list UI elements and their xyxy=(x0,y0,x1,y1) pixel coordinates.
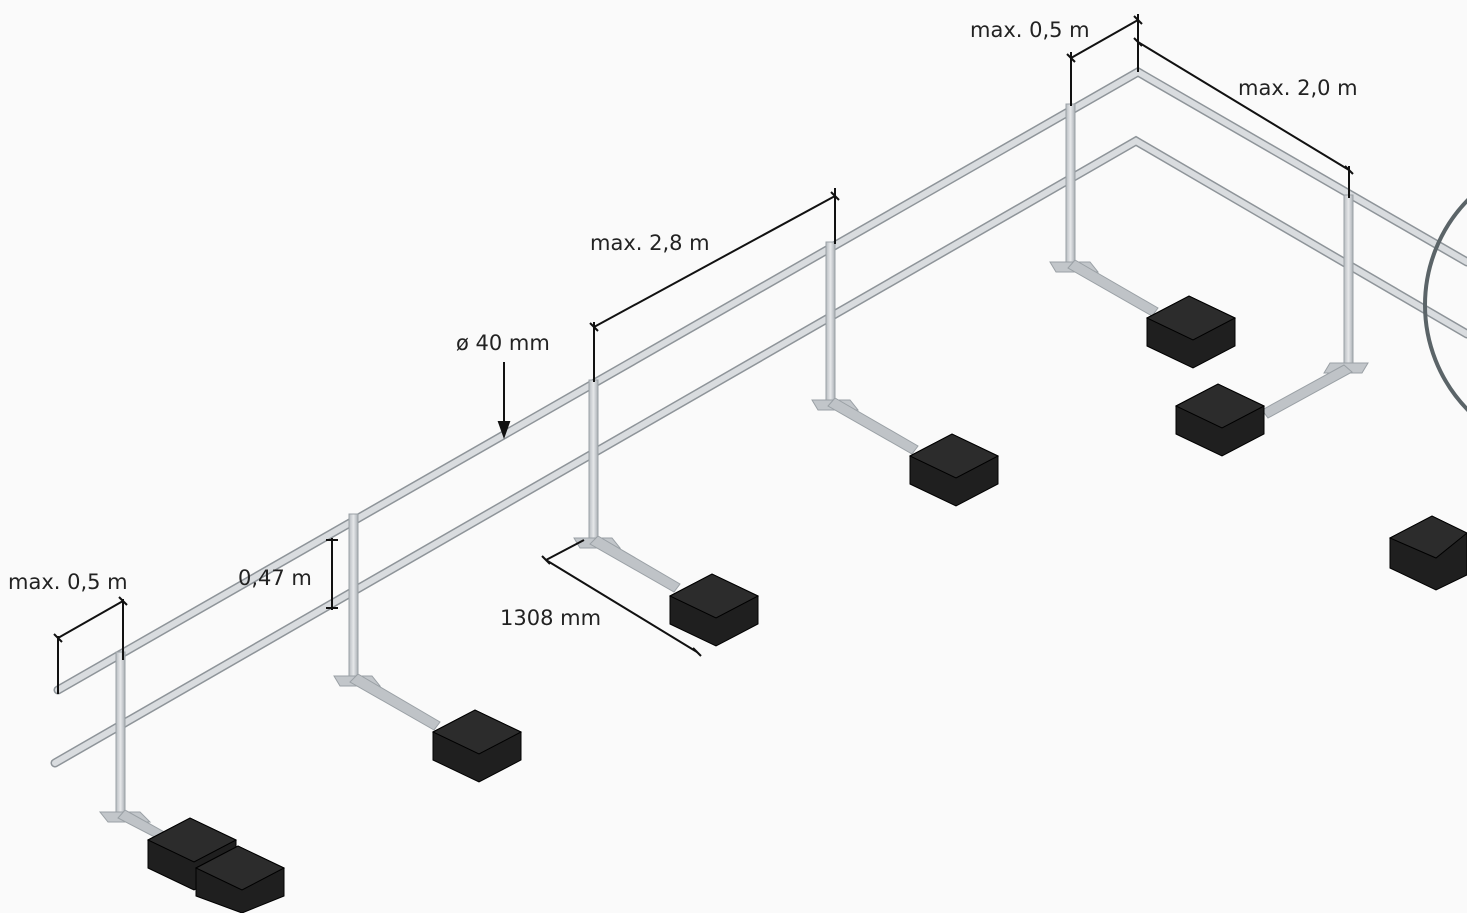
counterweight xyxy=(1174,383,1266,457)
label-post-spacing: max. 2,8 m xyxy=(590,231,710,255)
dim-end-overhang-left xyxy=(53,596,128,694)
mid-rail xyxy=(50,135,1467,768)
dim-post-spacing xyxy=(589,188,840,382)
detail-circle xyxy=(1423,198,1467,412)
label-corner-spacing: max. 2,0 m xyxy=(1238,76,1358,100)
post xyxy=(1261,194,1369,419)
dimension-labels: max. 0,5 m 0,47 m ø 40 mm max. 2,8 m 130… xyxy=(8,18,1358,630)
post xyxy=(98,651,176,846)
label-rail-spacing: 0,47 m xyxy=(238,566,312,590)
post xyxy=(333,513,441,731)
counterweight xyxy=(668,573,760,647)
post xyxy=(573,379,681,593)
counterweight xyxy=(908,433,1000,507)
posts xyxy=(98,103,1369,846)
dim-corner-spacing xyxy=(1133,37,1354,198)
counterweights xyxy=(146,295,1467,914)
counterweight xyxy=(431,709,523,783)
counterweight xyxy=(1145,295,1237,369)
dim-diameter-arrow xyxy=(497,362,511,439)
dim-rail-spacing xyxy=(326,538,338,610)
label-end-overhang-right: max. 0,5 m xyxy=(970,18,1090,42)
counterweight xyxy=(194,845,286,914)
counterweight xyxy=(1388,515,1467,591)
post xyxy=(811,241,919,455)
dim-base-length xyxy=(541,539,702,657)
label-end-overhang-left: max. 0,5 m xyxy=(8,570,128,594)
label-tube-diameter: ø 40 mm xyxy=(456,331,550,355)
dimension-lines xyxy=(53,14,1354,694)
top-rail xyxy=(53,66,1467,695)
post xyxy=(1049,103,1159,317)
label-base-length: 1308 mm xyxy=(500,606,601,630)
